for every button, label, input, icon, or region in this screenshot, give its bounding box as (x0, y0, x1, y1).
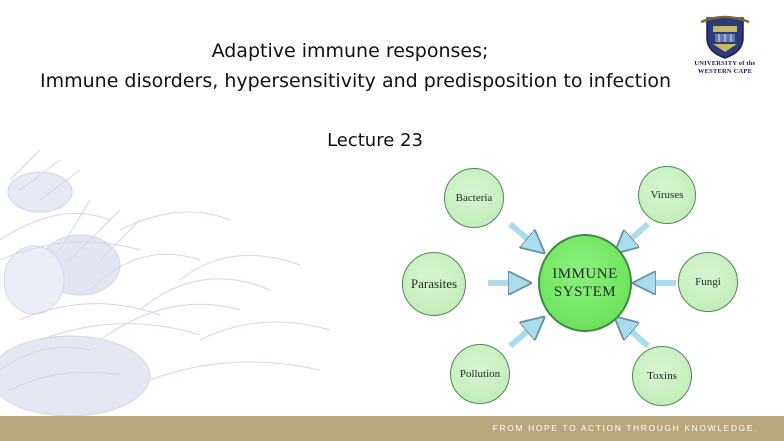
footer-tagline: FROM HOPE TO ACTION THROUGH KNOWLEDGE. (492, 423, 758, 433)
arrow-from-viruses (623, 221, 650, 246)
protea-flower-background (0, 149, 331, 416)
arrow-from-toxins (623, 324, 650, 349)
fungi-node: Fungi (678, 252, 738, 312)
university-crest-icon (700, 15, 750, 59)
toxins-node: Toxins (632, 346, 692, 406)
slide-title: Adaptive immune responses; Immune disord… (40, 36, 672, 96)
center-line-1: IMMUNE (552, 266, 618, 282)
viruses-node: Viruses (638, 166, 696, 224)
center-line-2: SYSTEM (553, 284, 617, 300)
university-logo: UNIVERSITY of the WESTERN CAPE (694, 12, 756, 76)
immune-system-node: IMMUNE SYSTEM (538, 234, 632, 332)
pollution-node: Pollution (450, 344, 510, 404)
lecture-number: Lecture 23 (327, 130, 423, 151)
immune-system-diagram: IMMUNE SYSTEM Bacteria Viruses Parasites… (396, 160, 756, 410)
logo-text-line-2: WESTERN CAPE (697, 68, 753, 75)
footer-bar: FROM HOPE TO ACTION THROUGH KNOWLEDGE. (0, 416, 784, 441)
logo-text-line-1: UNIVERSITY of the (694, 60, 756, 67)
bacteria-node: Bacteria (444, 168, 504, 228)
arrow-from-pollution (508, 324, 536, 349)
parasites-node: Parasites (402, 252, 466, 316)
title-line-1: Adaptive immune responses; (211, 40, 489, 62)
diagram-arrows (488, 221, 676, 349)
title-line-2: Immune disorders, hypersensitivity and p… (40, 70, 672, 92)
arrow-from-bacteria (508, 221, 536, 246)
